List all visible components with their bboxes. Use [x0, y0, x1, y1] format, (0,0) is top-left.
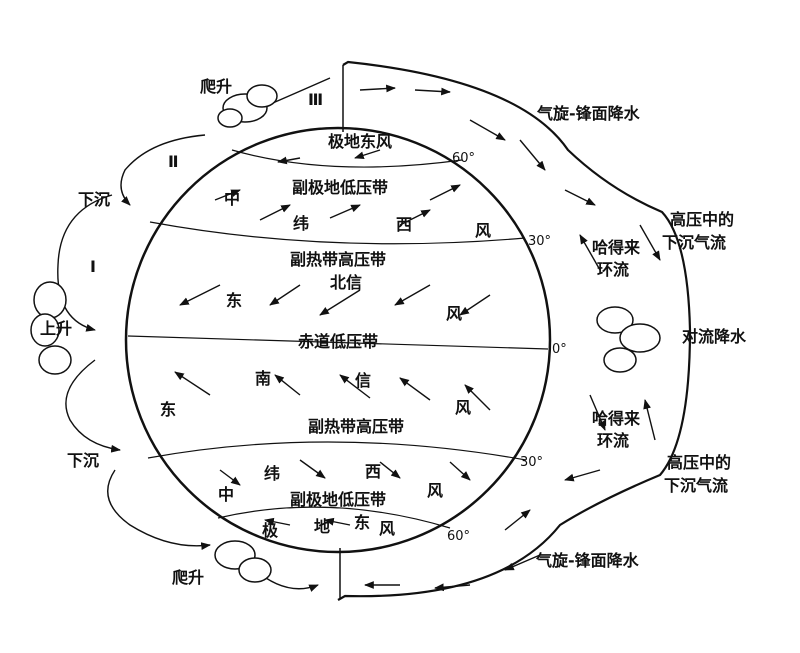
cell-I-loop — [57, 194, 113, 332]
latitude-60n: 60° — [452, 151, 475, 166]
label-westerlies-n-3: 风 — [475, 221, 491, 240]
cloud-bottom-left — [214, 540, 272, 583]
boundary-60n — [231, 149, 463, 168]
label-polar-easterlies-s-1: 地 — [314, 517, 330, 536]
cloud-top-left — [217, 84, 278, 128]
label-climb-bottom: 爬升 — [171, 568, 204, 587]
label-se-trades-3: 风 — [455, 398, 471, 417]
envelope-flow-arrows — [359, 84, 661, 592]
label-rise: 上升 — [40, 319, 72, 338]
label-se-trades-2: 东 — [160, 400, 176, 419]
cell-numeral-II: Ⅱ — [168, 152, 179, 171]
label-polar-easterlies-s-3: 风 — [379, 519, 395, 538]
label-ne-trades-2: 风 — [446, 304, 462, 323]
cloud-equator-left — [30, 281, 72, 375]
label-polar-easterlies-s-2: 东 — [354, 513, 370, 532]
label-westerlies-s-2: 中 — [218, 485, 234, 504]
boundary-30n — [149, 221, 526, 245]
cell-I-loop-b — [65, 359, 121, 453]
cell-numeral-III: Ⅲ — [308, 90, 323, 109]
label-cyclonic-front-bottom: 气旋-锋面降水 — [535, 551, 640, 570]
label-hadley-bottom-0: 哈得来 — [592, 409, 641, 428]
boundary-30s — [147, 441, 527, 461]
cell-numeral-I: Ⅰ — [90, 257, 96, 276]
boundary-60s — [217, 506, 451, 529]
label-polar-easterlies-n: 极地东风 — [328, 132, 392, 151]
label-westerlies-n-2: 西 — [396, 215, 412, 234]
label-westerlies-n-1: 纬 — [293, 214, 309, 233]
atmosphere-envelope — [337, 60, 692, 601]
label-subpolar-low-n: 副极地低压带 — [292, 178, 388, 197]
equator-line — [127, 335, 549, 350]
label-hadley-top-1: 环流 — [597, 260, 629, 279]
label-subpolar-low-s: 副极地低压带 — [290, 490, 386, 509]
latitude-60s: 60° — [447, 529, 470, 544]
cell-II-loop — [120, 134, 206, 206]
label-equatorial-low: 赤道低压带 — [298, 332, 378, 351]
label-hadley-bottom-1: 环流 — [597, 431, 629, 450]
cell-lower-loop — [107, 469, 211, 550]
label-high-subsidence-top-0: 高压中的 — [670, 210, 734, 229]
label-climb-top: 爬升 — [199, 77, 232, 96]
label-westerlies-n-0: 中 — [224, 189, 240, 208]
latitude-30n: 30° — [528, 234, 551, 249]
latitude-0: 0° — [552, 342, 567, 357]
label-hadley-top-0: 哈得来 — [592, 238, 641, 257]
wind-arrows — [174, 149, 491, 526]
label-polar-easterlies-s-0: 极 — [262, 521, 279, 540]
label-high-subsidence-top-1: 下沉气流 — [662, 233, 726, 252]
latitude-30s: 30° — [520, 455, 543, 470]
label-se-trades-1: 信 — [355, 371, 371, 390]
label-westerlies-s-0: 纬 — [264, 464, 280, 483]
label-sink-top: 下沉 — [78, 190, 110, 209]
label-ne-trades-1: 北信 — [330, 273, 362, 292]
label-subtropical-high-n: 副热带高压带 — [290, 250, 386, 269]
label-se-trades-0: 南 — [255, 369, 271, 388]
label-cyclonic-front-top: 气旋-锋面降水 — [536, 104, 641, 123]
label-sink-bottom: 下沉 — [67, 451, 99, 470]
label-ne-trades-0: 东 — [226, 291, 242, 310]
label-westerlies-s-1: 西 — [365, 462, 381, 481]
label-high-subsidence-bottom-0: 高压中的 — [667, 453, 731, 472]
label-convective-rain: 对流降水 — [682, 327, 747, 346]
earth-globe — [124, 126, 552, 554]
label-high-subsidence-bottom-1: 下沉气流 — [664, 476, 728, 495]
label-westerlies-s-3: 风 — [427, 481, 443, 500]
cloud-equator-right — [596, 306, 661, 373]
label-subtropical-high-s: 副热带高压带 — [308, 417, 404, 436]
